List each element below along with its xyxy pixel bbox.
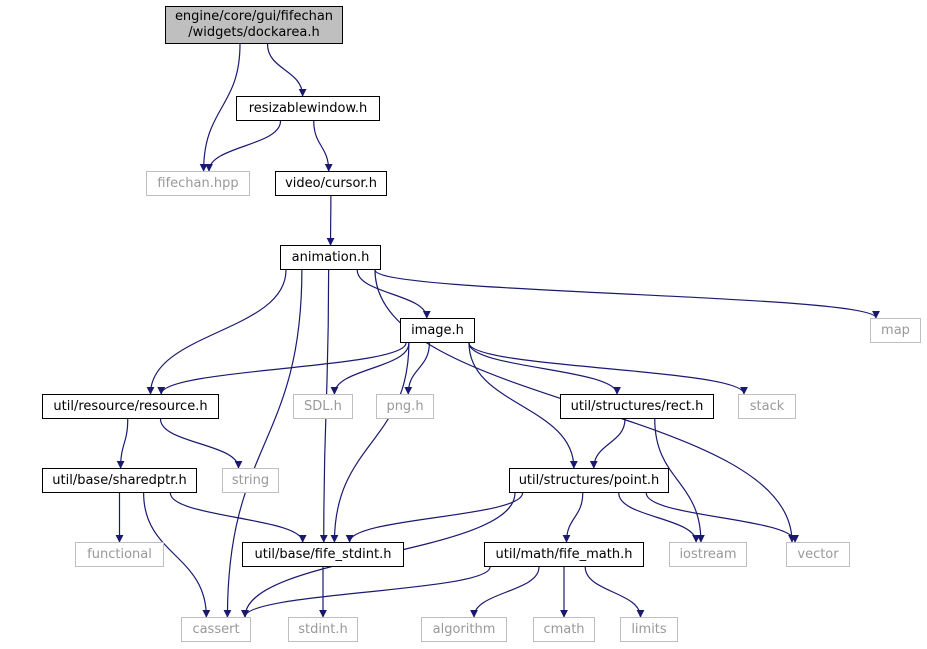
edge-sharedptr-to-cassert	[143, 492, 211, 618]
edge-point-to-iostream	[618, 492, 701, 543]
node-label: png.h	[386, 398, 424, 414]
node-functional: functional	[75, 542, 164, 567]
edge-animation-to-map	[374, 269, 880, 319]
edge-image-to-resource	[157, 342, 407, 395]
node-sdl-h: SDL.h	[293, 394, 353, 419]
node-label: iostream	[679, 546, 737, 562]
edge-image-to-point	[468, 342, 578, 469]
edge-sharedptr-to-fife_stdint	[169, 492, 307, 543]
node-util-structures-point-h[interactable]: util/structures/point.h	[509, 468, 669, 493]
node-limits: limits	[620, 617, 678, 642]
node-resizablewindow-h[interactable]: resizablewindow.h	[236, 96, 380, 121]
node-algorithm: algorithm	[421, 617, 507, 642]
edge-animation-to-image	[356, 269, 431, 319]
node-label: cassert	[192, 621, 240, 637]
edge-image-to-stack	[468, 342, 748, 395]
node-label: util/structures/point.h	[518, 472, 660, 488]
node-label: limits	[631, 621, 667, 637]
node-cassert: cassert	[181, 617, 251, 642]
node-stdint-h: stdint.h	[288, 617, 358, 642]
edge-fife_math-to-algorithm	[470, 566, 540, 618]
node-map: map	[870, 318, 921, 343]
edge-point-to-fife_stdint	[345, 492, 524, 543]
node-label: video/cursor.h	[285, 175, 377, 191]
node-label: stdint.h	[298, 621, 348, 637]
node-fifechan-hpp: fifechan.hpp	[146, 171, 250, 196]
edge-image-to-sdl	[330, 342, 410, 395]
node-label: algorithm	[432, 621, 496, 637]
node-util-base-sharedptr-h[interactable]: util/base/sharedptr.h	[42, 468, 197, 493]
edge-rect-to-iostream	[654, 418, 705, 543]
node-label: map	[881, 322, 910, 338]
node-label: vector	[797, 546, 839, 562]
edge-rect-to-point	[589, 418, 626, 469]
edge-animation-to-resource	[146, 269, 287, 395]
node-label: util/structures/rect.h	[570, 398, 704, 414]
node-label: functional	[87, 546, 152, 562]
node-png-h: png.h	[376, 394, 434, 419]
node-vector: vector	[786, 542, 850, 567]
node-label: cmath	[543, 621, 585, 637]
node-label: fifechan.hpp	[157, 175, 239, 191]
node-util-resource-resource-h[interactable]: util/resource/resource.h	[42, 394, 219, 419]
edge-resizablewindow-to-fifechan	[205, 120, 282, 172]
node-label-line-1: engine/core/gui/fifechan	[174, 9, 334, 24]
node-label: util/resource/resource.h	[53, 398, 208, 414]
node-label: string	[231, 472, 270, 488]
node-cmath: cmath	[533, 617, 595, 642]
node-dockarea-h[interactable]: engine/core/gui/fifechan /widgets/dockar…	[165, 6, 343, 44]
edge-image-to-png	[404, 342, 430, 395]
node-util-math-fife-math-h[interactable]: util/math/fife_math.h	[484, 542, 644, 567]
edge-point-to-fife_math	[562, 492, 584, 543]
edge-fife_math-to-limits	[584, 566, 645, 618]
edge-image-to-fife_stdint	[330, 342, 410, 543]
edge-resource-to-string	[159, 418, 243, 469]
edge-resizablewindow-to-cursor	[313, 120, 333, 172]
node-util-structures-rect-h[interactable]: util/structures/rect.h	[560, 394, 714, 419]
edge-image-to-rect	[468, 342, 622, 395]
node-animation-h[interactable]: animation.h	[280, 245, 381, 270]
node-stack: stack	[738, 394, 796, 419]
node-label: util/math/fife_math.h	[495, 546, 633, 562]
node-image-h[interactable]: image.h	[400, 318, 475, 343]
node-video-cursor-h[interactable]: video/cursor.h	[275, 171, 387, 196]
node-label: resizablewindow.h	[248, 100, 368, 116]
node-label: util/base/fife_stdint.h	[254, 546, 392, 562]
edge-point-to-vector	[645, 492, 800, 543]
edge-dockarea-to-resizablewindow	[266, 43, 307, 97]
node-util-base-fife-stdint-h[interactable]: util/base/fife_stdint.h	[242, 542, 404, 567]
edge-resource-to-sharedptr	[116, 418, 129, 469]
node-label: SDL.h	[304, 398, 342, 414]
node-label-line-2: /widgets/dockarea.h	[188, 25, 320, 40]
edge-dockarea-to-fifechan	[199, 43, 241, 172]
node-label: animation.h	[291, 249, 370, 265]
node-string: string	[222, 468, 279, 493]
node-iostream: iostream	[669, 542, 747, 567]
node-label: stack	[749, 398, 785, 414]
node-label: util/base/sharedptr.h	[52, 472, 187, 488]
edge-animation-to-cassert	[223, 269, 303, 618]
edge-fife_math-to-cassert	[241, 566, 491, 618]
node-label: image.h	[411, 322, 464, 338]
